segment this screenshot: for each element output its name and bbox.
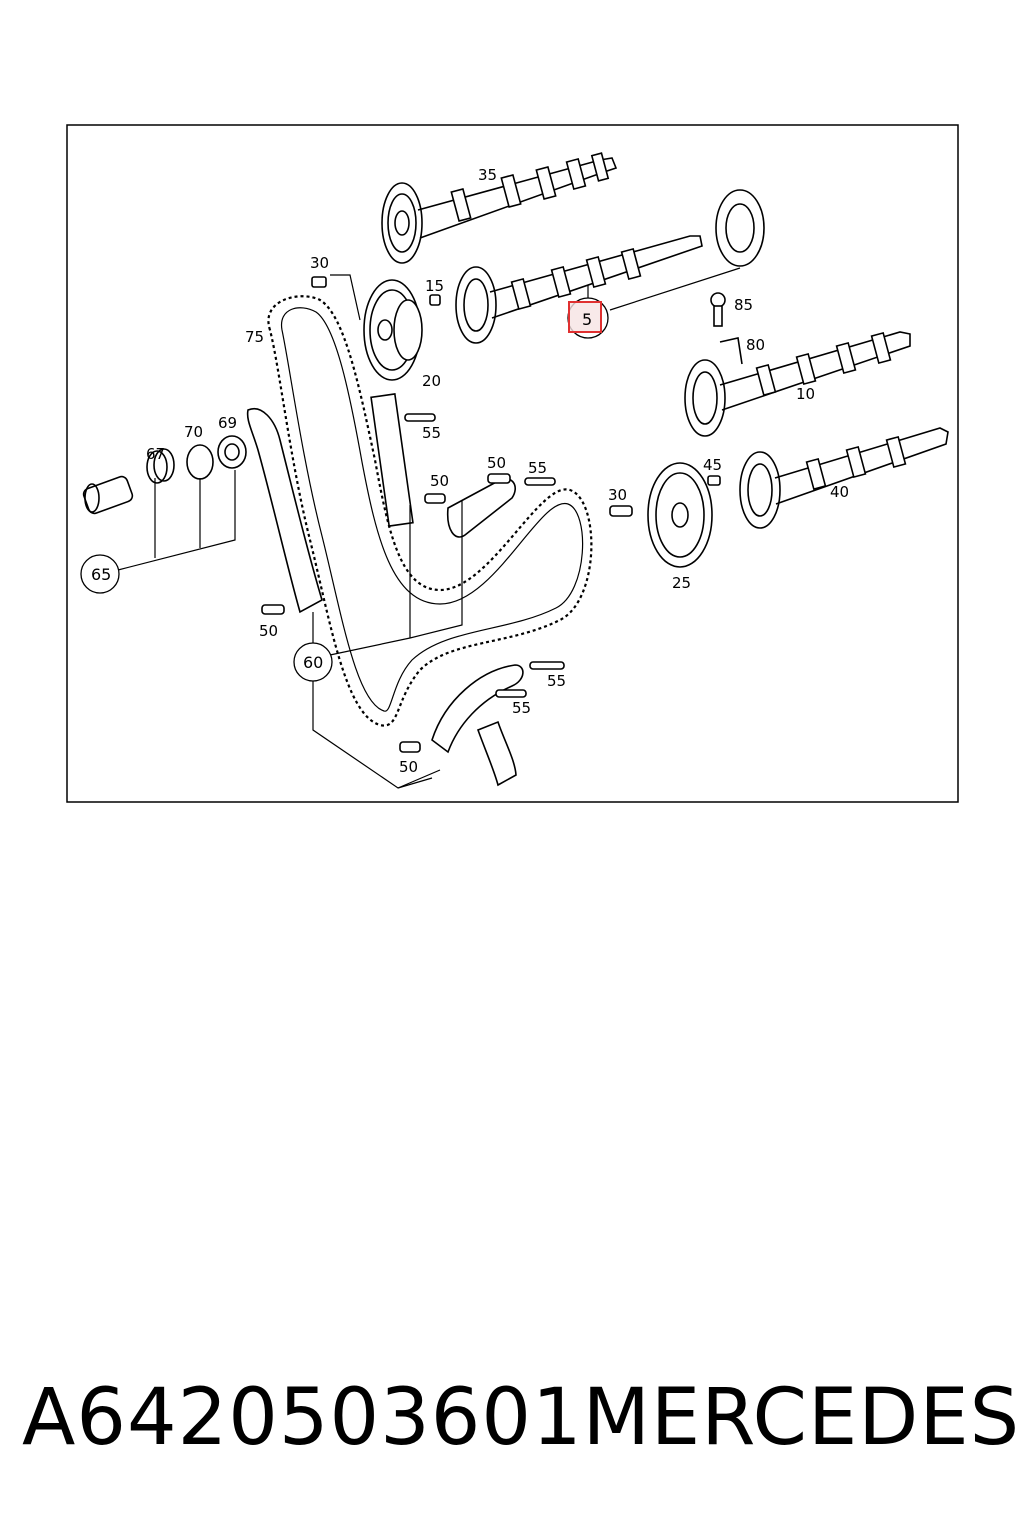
callout-20: 20 bbox=[422, 372, 441, 390]
callout-55-b: 55 bbox=[528, 459, 547, 477]
sprocket-20 bbox=[363, 279, 423, 381]
callout-45: 45 bbox=[703, 456, 722, 474]
callout-circle-60 bbox=[293, 642, 333, 682]
camshaft-10 bbox=[684, 331, 911, 437]
callout-65: 65 bbox=[91, 565, 111, 584]
callout-55-upper: 55 bbox=[422, 424, 441, 442]
camshaft-10-upper bbox=[455, 189, 765, 344]
callout-55-c: 55 bbox=[547, 672, 566, 690]
callout-30-top: 30 bbox=[310, 254, 329, 272]
callout-50-c: 50 bbox=[259, 622, 278, 640]
callout-80: 80 bbox=[746, 336, 765, 354]
callout-60: 60 bbox=[303, 653, 323, 672]
callout-15: 15 bbox=[425, 277, 444, 295]
highlight-box-5 bbox=[568, 301, 602, 333]
exploded-parts-diagram: 35 30 15 75 5 85 80 20 10 55 69 70 67 50… bbox=[66, 124, 959, 803]
callout-67: 67 bbox=[146, 445, 165, 463]
callout-circle-65 bbox=[80, 554, 120, 594]
pins-and-bolts bbox=[261, 276, 743, 753]
guide-rail-bottom bbox=[431, 664, 524, 787]
brand-name: MERCEDES bbox=[582, 1373, 1021, 1463]
callout-85: 85 bbox=[734, 296, 753, 314]
callout-40: 40 bbox=[830, 483, 849, 501]
leader-lines bbox=[117, 267, 741, 789]
chain-tensioner-65 bbox=[82, 435, 247, 515]
part-caption: A6420503601 MERCEDES bbox=[22, 1368, 1019, 1468]
camshaft-40 bbox=[739, 427, 949, 529]
timing-chain-75 bbox=[267, 295, 593, 727]
callout-25: 25 bbox=[672, 574, 691, 592]
diagram-border bbox=[66, 124, 959, 803]
tensioner-rail-60 bbox=[246, 407, 323, 614]
callout-50-a: 50 bbox=[430, 472, 449, 490]
part-number: A6420503601 bbox=[22, 1373, 583, 1463]
guide-rail-upper bbox=[370, 393, 414, 527]
callout-10: 10 bbox=[796, 385, 815, 403]
callout-75: 75 bbox=[245, 328, 264, 346]
sprocket-25 bbox=[647, 462, 713, 568]
camshaft-35 bbox=[381, 152, 618, 264]
callout-35: 35 bbox=[478, 166, 497, 184]
callout-55-d: 55 bbox=[512, 699, 531, 717]
callout-5: 5 bbox=[582, 310, 592, 329]
callout-30-mid: 30 bbox=[608, 486, 627, 504]
callout-50-d: 50 bbox=[399, 758, 418, 776]
callout-69: 69 bbox=[218, 414, 237, 432]
callout-70: 70 bbox=[184, 423, 203, 441]
guide-rail-right bbox=[446, 478, 516, 538]
callout-50-b: 50 bbox=[487, 454, 506, 472]
